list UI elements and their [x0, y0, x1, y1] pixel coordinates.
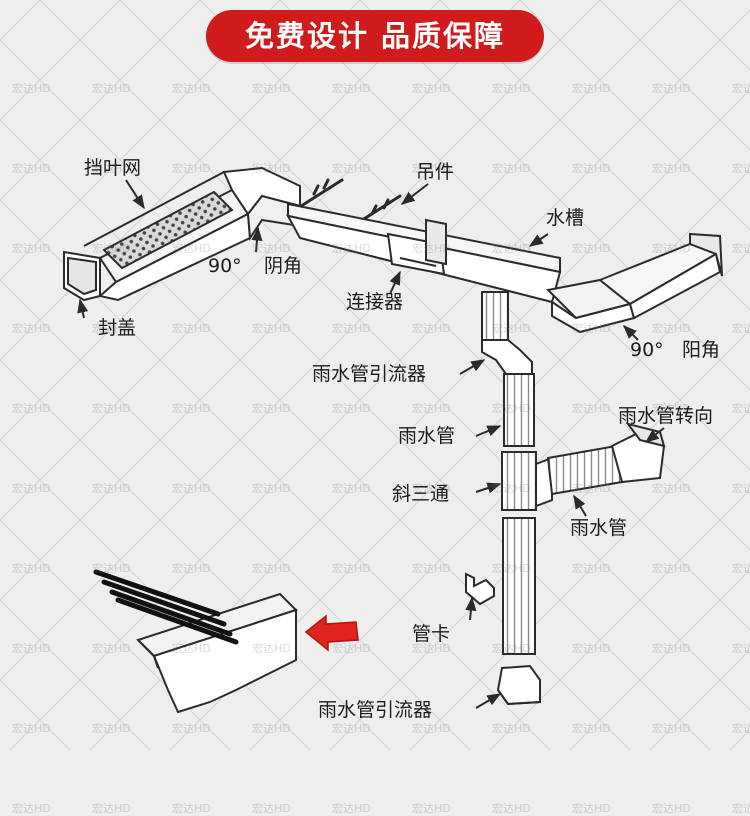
- watermark: 宏达HD: [252, 800, 291, 816]
- label-outlet-bottom: 雨水管引流器: [318, 698, 432, 722]
- watermark: 宏达HD: [172, 800, 211, 816]
- label-pipe-clip: 管卡: [412, 622, 450, 646]
- watermark: 宏达HD: [572, 800, 611, 816]
- watermark: 宏达HD: [12, 800, 51, 816]
- label-leaf-guard: 挡叶网: [84, 156, 141, 180]
- label-outer-corner: 阳角: [682, 338, 720, 362]
- label-end-cap: 封盖: [98, 316, 136, 340]
- label-angle-left: 90°: [208, 254, 242, 278]
- label-connector: 连接器: [346, 290, 403, 314]
- branch-tee: [502, 452, 552, 510]
- watermark: 宏达HD: [732, 800, 750, 816]
- label-inner-corner: 阴角: [264, 254, 302, 278]
- label-hanger: 吊件: [416, 160, 454, 184]
- watermark: 宏达HD: [492, 800, 531, 816]
- downpipe-outlet-bottom: [498, 666, 540, 704]
- banner-text: 免费设计 品质保障: [206, 10, 544, 62]
- label-branch-tee: 斜三通: [392, 482, 449, 506]
- watermark: 宏达HD: [412, 800, 451, 816]
- label-angle-right: 90°: [630, 338, 664, 362]
- label-elbow: 雨水管转向: [618, 404, 713, 428]
- watermark: 宏达HD: [332, 800, 371, 816]
- downpipe-segment-1: [504, 374, 534, 446]
- label-gutter: 水槽: [546, 206, 584, 230]
- label-downpipe-2: 雨水管: [570, 516, 627, 540]
- watermark: 宏达HD: [92, 800, 131, 816]
- label-outlet-top: 雨水管引流器: [312, 362, 426, 386]
- label-downpipe-1: 雨水管: [398, 424, 455, 448]
- downpipe-segment-2: [503, 518, 535, 654]
- diagram-canvas: 宏达HD宏达HD宏达HD宏达HD宏达HD宏达HD宏达HD宏达HD宏达HD宏达HD…: [0, 0, 750, 750]
- banner: 免费设计 品质保障: [206, 10, 544, 62]
- watermark: 宏达HD: [652, 800, 691, 816]
